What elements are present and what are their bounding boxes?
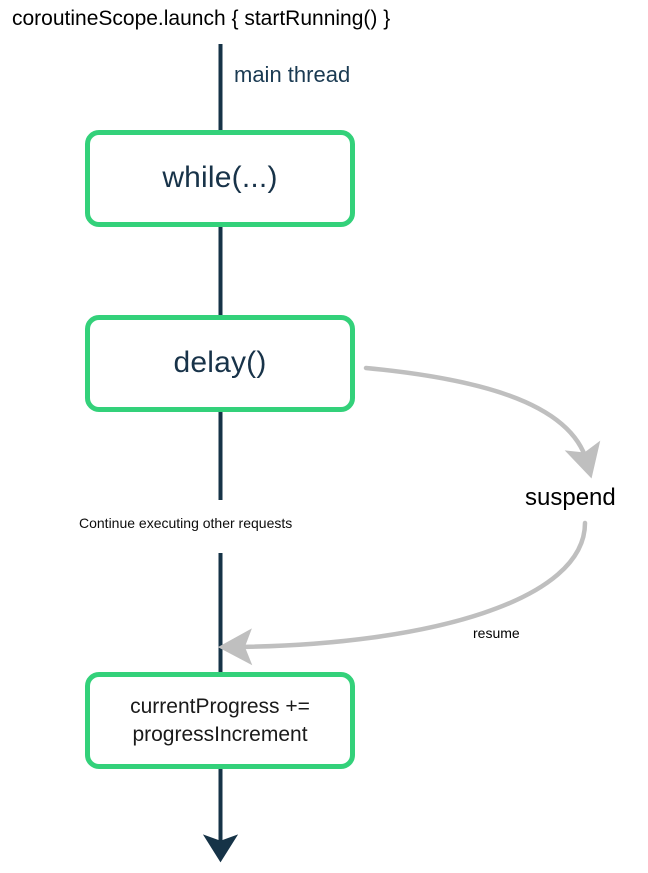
resume-label: resume: [473, 625, 520, 641]
node-delay[interactable]: delay(): [85, 315, 355, 412]
resume-arrow: [217, 520, 588, 666]
continue-executing-note: Continue executing other requests: [79, 515, 293, 531]
node-delay-label: delay(): [173, 346, 267, 380]
suspend-arrow: [363, 365, 601, 479]
node-while[interactable]: while(...): [85, 130, 355, 227]
node-while-label: while(...): [162, 161, 278, 195]
diagram-title: coroutineScope.launch { startRunning() }: [12, 7, 391, 30]
node-progress-increment[interactable]: currentProgress += progressIncrement: [85, 672, 355, 769]
main-thread-label: main thread: [234, 62, 351, 87]
node-progress-increment-label: currentProgress += progressIncrement: [130, 695, 310, 746]
suspend-label: suspend: [525, 484, 616, 511]
